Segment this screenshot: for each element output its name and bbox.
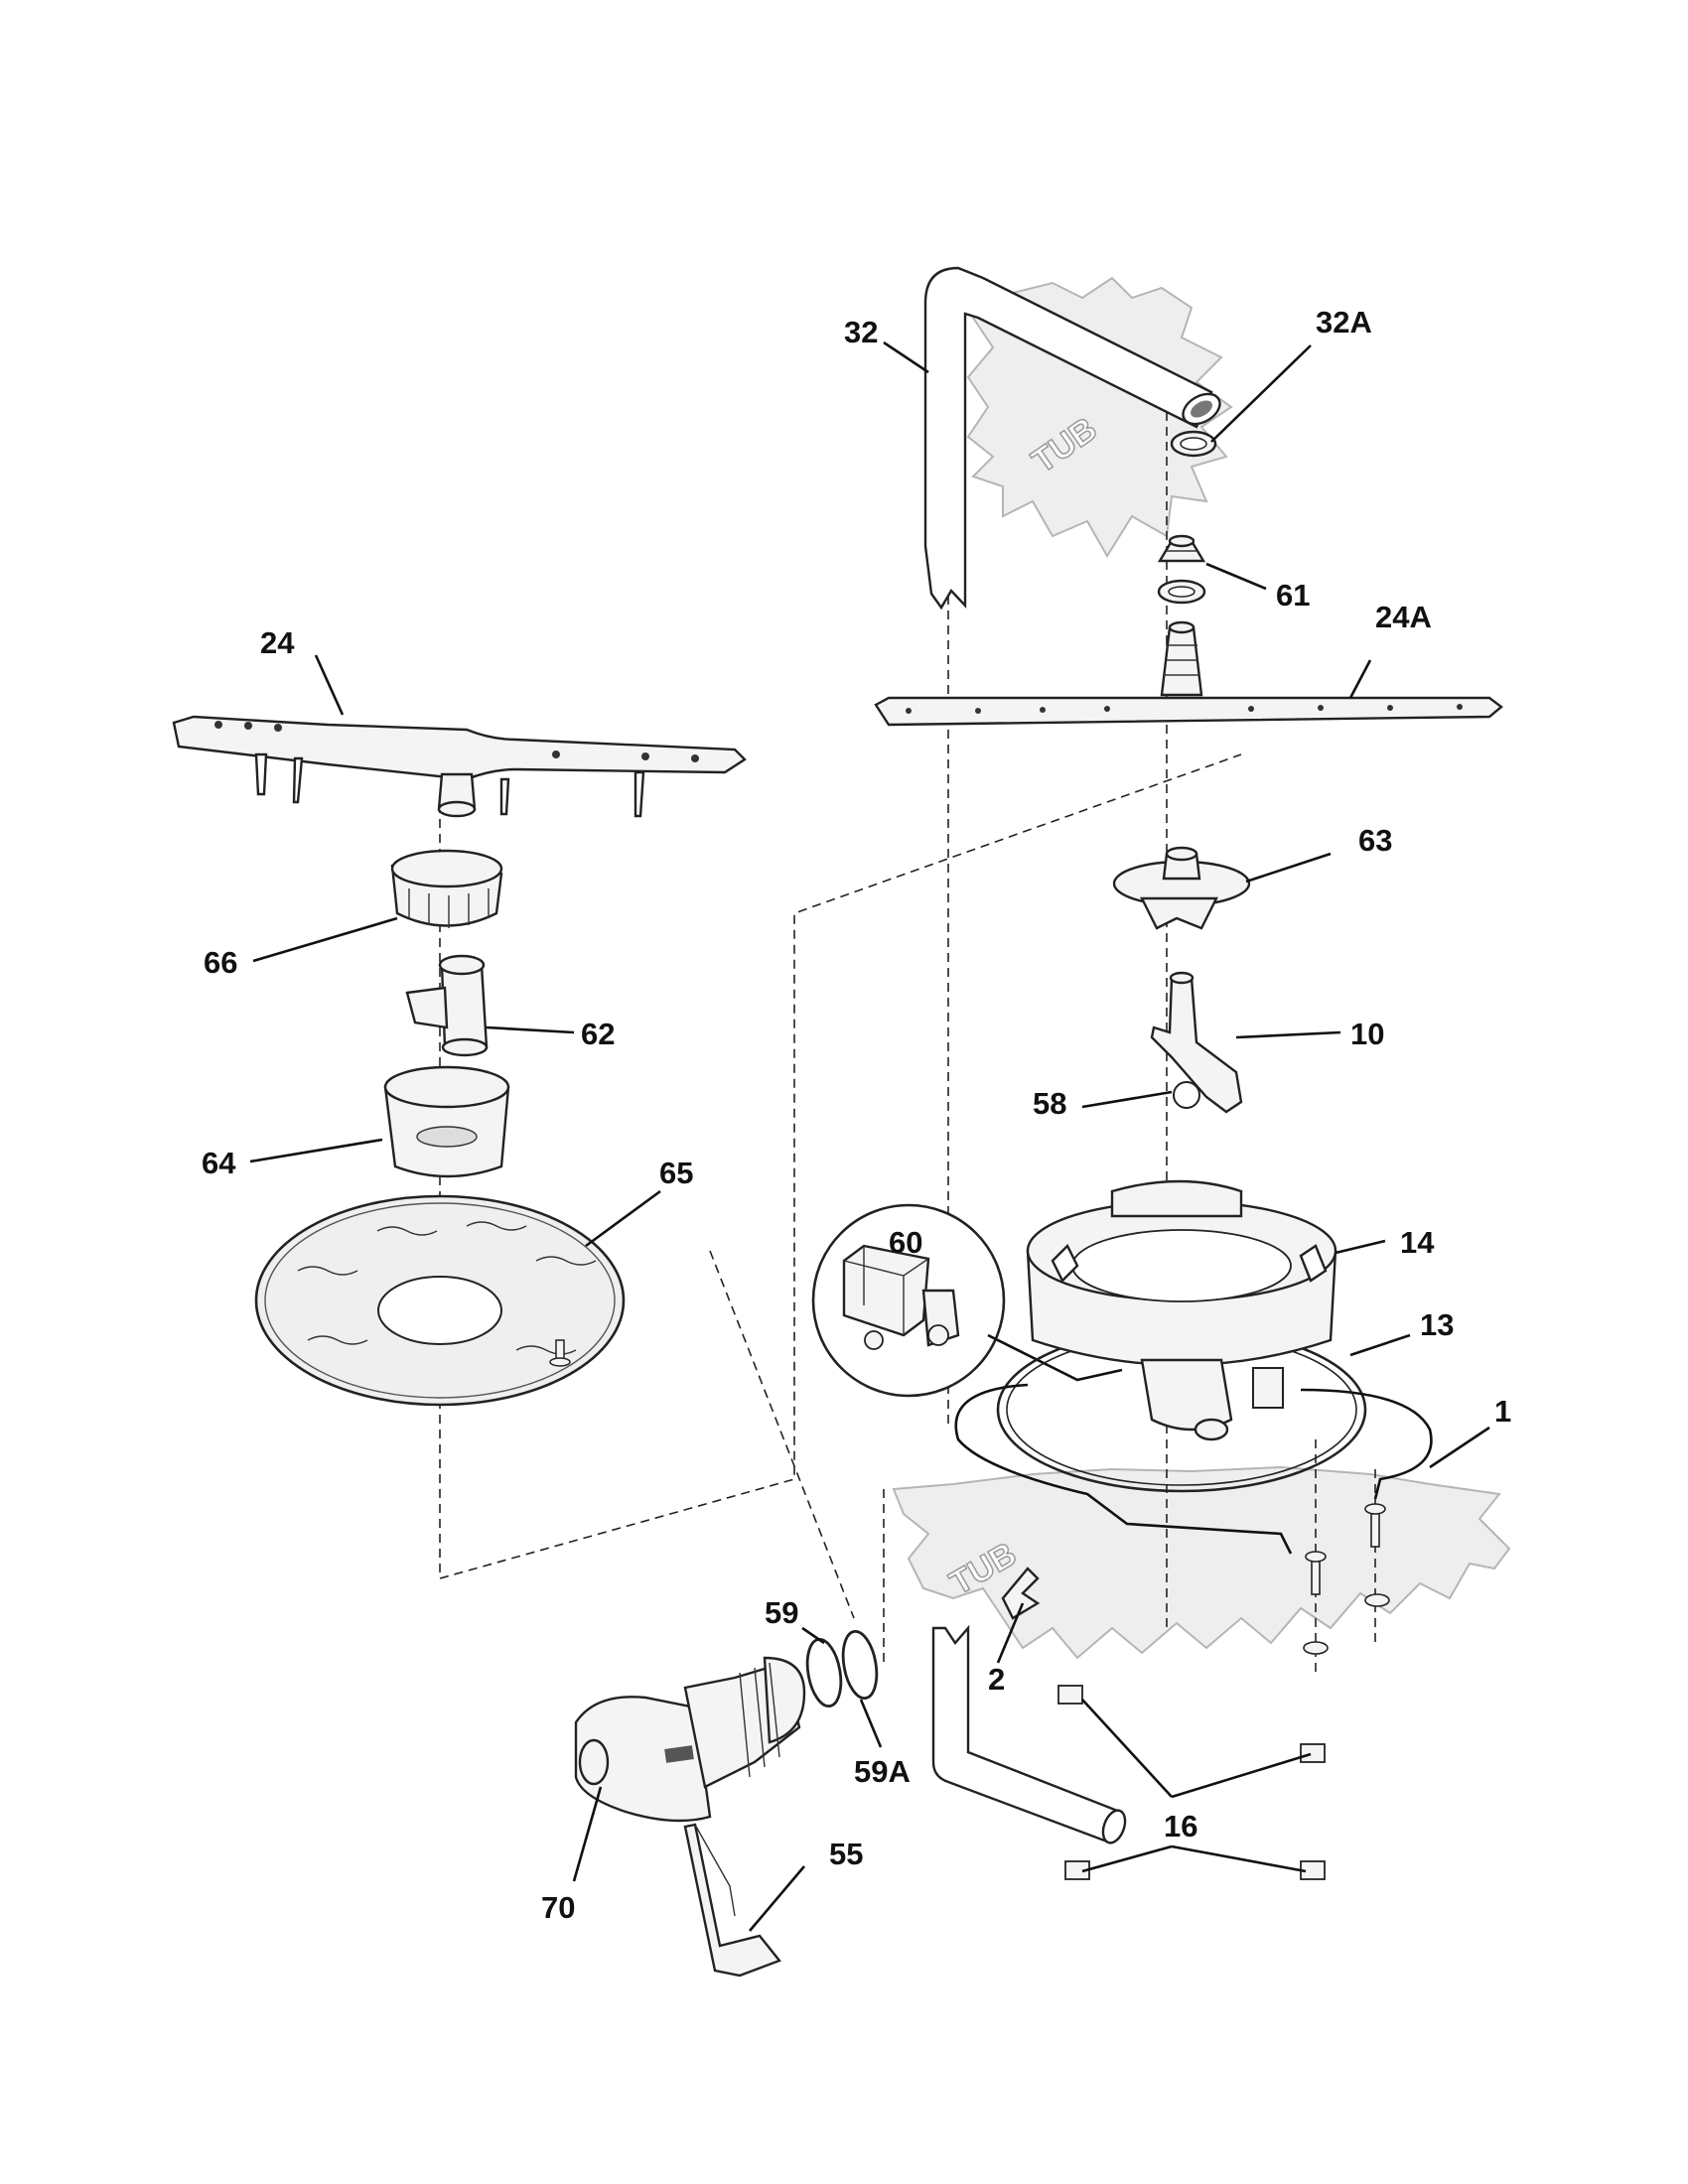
callout-63: 63 <box>1358 823 1392 858</box>
callout-66: 66 <box>204 945 237 980</box>
callout-13: 13 <box>1420 1307 1454 1342</box>
callout-32: 32 <box>844 315 878 349</box>
strainer-64 <box>383 1065 510 1178</box>
leader-lines <box>249 341 1490 1932</box>
pump-motor-70 <box>574 1656 806 1823</box>
callout-55: 55 <box>829 1837 863 1871</box>
washer-32a <box>1170 430 1217 458</box>
diverter-motor-60 <box>811 1203 1123 1398</box>
screws <box>1303 1503 1390 1655</box>
callout-61: 61 <box>1276 578 1310 613</box>
callout-2: 2 <box>988 1662 1005 1697</box>
callout-65: 65 <box>659 1156 693 1190</box>
pipe-32 <box>923 266 1221 611</box>
callout-16: 16 <box>1164 1809 1197 1843</box>
filter-screen-65 <box>254 1194 626 1407</box>
callout-1: 1 <box>1494 1394 1511 1429</box>
tub-upper-shape: TUB <box>966 276 1233 558</box>
callout-59a: 59A <box>854 1754 911 1789</box>
callout-60: 60 <box>889 1225 922 1260</box>
callout-labels: 24 66 62 64 65 32 32A 61 24A 63 10 58 60… <box>202 305 1511 1925</box>
gear-66 <box>390 849 503 928</box>
callout-64: 64 <box>202 1146 236 1180</box>
callout-14: 14 <box>1400 1225 1435 1260</box>
callout-58: 58 <box>1033 1086 1066 1121</box>
clip-2 <box>1001 1567 1041 1620</box>
callout-62: 62 <box>581 1017 615 1051</box>
o-rings-59 <box>805 1630 879 1707</box>
callout-10: 10 <box>1350 1017 1384 1051</box>
callout-59: 59 <box>765 1595 798 1630</box>
sump-14 <box>1026 1179 1337 1441</box>
callout-24a: 24A <box>1375 600 1432 634</box>
nozzle-61 <box>1157 534 1206 605</box>
drain-pipe <box>931 1624 1127 1844</box>
callout-24: 24 <box>260 625 295 660</box>
manifold-10 <box>1150 971 1243 1114</box>
ball-58 <box>1173 1081 1200 1109</box>
wire-harness-1 <box>954 1383 1433 1555</box>
callout-70: 70 <box>541 1890 575 1925</box>
spray-arm-24 <box>172 715 747 818</box>
callout-32a: 32A <box>1316 305 1372 340</box>
tube-62 <box>405 954 489 1057</box>
spray-arm-24a <box>874 620 1503 727</box>
feet-16 <box>1057 1685 1326 1880</box>
bracket-55 <box>683 1823 781 1978</box>
cap-63 <box>1112 846 1251 930</box>
tub-lower-shape: TUB <box>892 1465 1511 1660</box>
